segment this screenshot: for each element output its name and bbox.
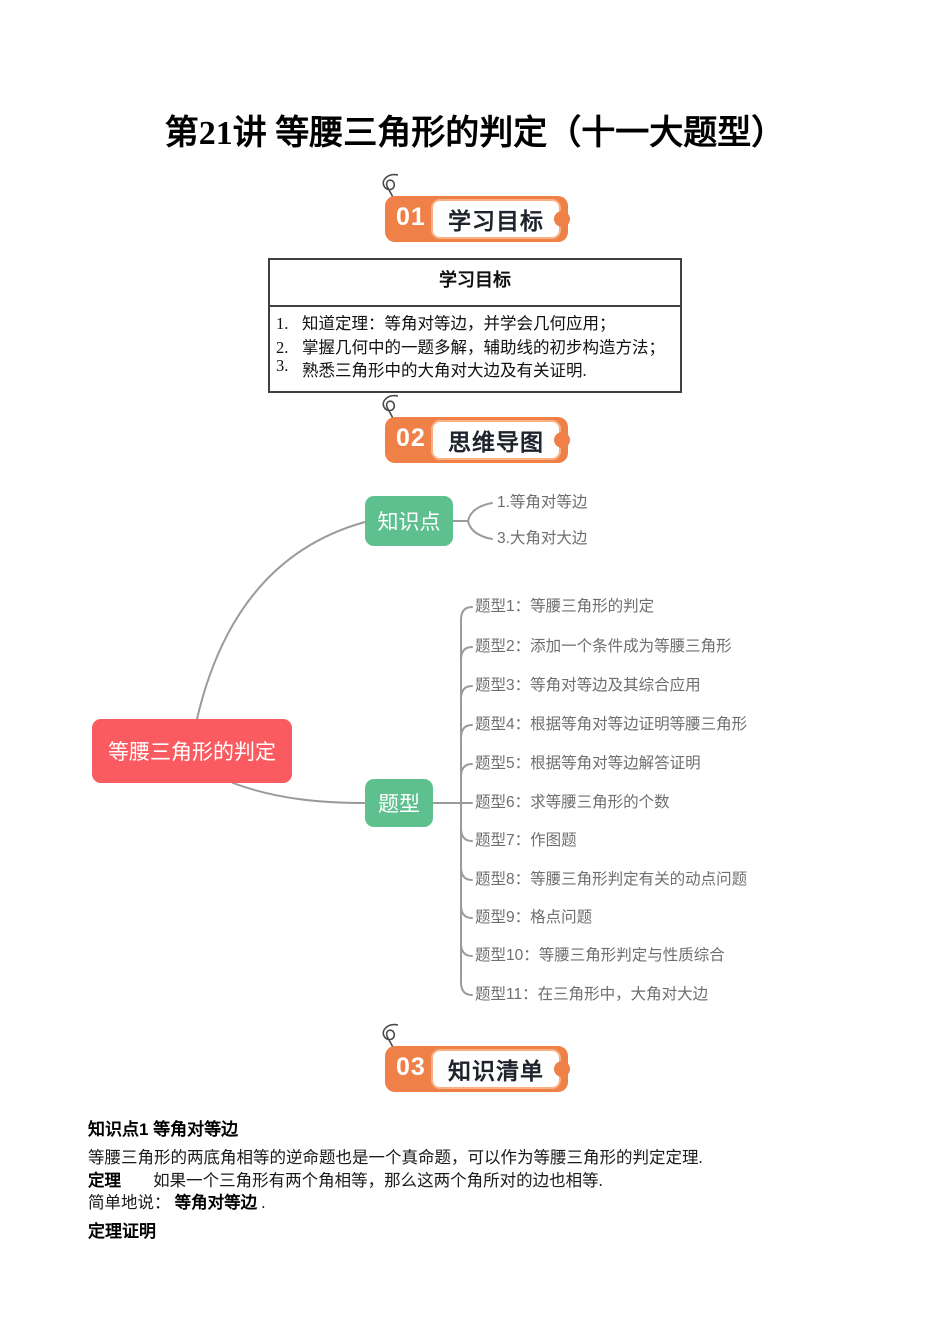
mindmap-knowledge-node: 知识点	[365, 496, 453, 546]
section-badge-knowledge-list: 03 知识清单	[382, 1023, 570, 1092]
topic-branch-item: 题型7：作图题	[475, 832, 577, 849]
simple-prefix: 简单地说：	[88, 1193, 171, 1212]
simple-bold: 等角对等边	[174, 1194, 258, 1212]
goal-item: 3. 熟悉三角形中的大角对大边及有关证明.	[276, 356, 672, 383]
badge-notch	[554, 1061, 570, 1077]
badge-label: 知识清单	[431, 1049, 561, 1089]
badge-label: 思维导图	[431, 420, 561, 460]
knowledge-intro: 等腰三角形的两底角相等的逆命题也是一个真命题，可以作为等腰三角形的判定定理.	[88, 1148, 703, 1167]
theorem-label: 定理	[88, 1171, 121, 1190]
badge-notch	[554, 432, 570, 448]
topic-branch-item: 题型11：在三角形中，大角对大边	[475, 986, 709, 1003]
goals-table-header: 学习目标	[270, 260, 680, 307]
knowledge-branch-item: 3.大角对大边	[497, 530, 588, 547]
topic-branch-item: 题型8：等腰三角形判定有关的动点问题	[475, 871, 748, 888]
goal-text: 掌握几何中的一题多解，辅助线的初步构造方法；	[302, 337, 665, 357]
topic-branch-item: 题型5：根据等角对等边解答证明	[475, 755, 701, 772]
goal-text: 知道定理：等角对等边，并学会几何应用；	[302, 314, 616, 333]
topic-branch-item: 题型1：等腰三角形的判定	[475, 598, 655, 615]
badge-number: 03	[396, 1053, 426, 1081]
topic-branch-item: 题型2：添加一个条件成为等腰三角形	[475, 638, 732, 655]
page-title: 第21讲 等腰三角形的判定（十一大题型）	[164, 115, 786, 152]
goal-number: 2.	[276, 337, 289, 357]
topic-branch-item: 题型6：求等腰三角形的个数	[475, 794, 670, 811]
goal-text: 熟悉三角形中的大角对大边及有关证明.	[302, 361, 587, 380]
theorem-text: 如果一个三角形有两个角相等，那么这两个角所对的边也相等.	[153, 1170, 603, 1190]
simple-dot: .	[261, 1193, 266, 1212]
simple-saying-line: 简单地说： 等角对等边 .	[88, 1192, 918, 1215]
knowledge-point-heading: 知识点1 等角对等边	[88, 1120, 239, 1139]
badge-label: 学习目标	[431, 199, 561, 239]
topic-branch-item: 题型9：格点问题	[475, 909, 593, 926]
goal-item: 2. 掌握几何中的一题多解，辅助线的初步构造方法；	[276, 336, 672, 360]
section-badge-learning-goals: 01 学习目标	[382, 173, 570, 242]
topic-branch-item: 题型3：等角对等边及其综合应用	[475, 677, 701, 694]
section-badge-mindmap: 02 思维导图	[382, 394, 570, 463]
knowledge-section: 知识点1 等角对等边 等腰三角形的两底角相等的逆命题也是一个真命题，可以作为等腰…	[88, 1115, 918, 1242]
proof-heading: 定理证明	[88, 1221, 156, 1241]
goal-number: 1.	[276, 314, 289, 333]
theorem-line: 定理 如果一个三角形有两个角相等，那么这两个角所对的边也相等.	[88, 1170, 918, 1193]
topic-branch-item: 题型10：等腰三角形判定与性质综合	[475, 947, 725, 964]
goals-table-body: 1. 知道定理：等角对等边，并学会几何应用； 2. 掌握几何中的一题多解，辅助线…	[270, 307, 680, 391]
badge-number: 01	[396, 203, 426, 231]
topic-branch-item: 题型4：根据等角对等边证明等腰三角形	[475, 716, 748, 733]
mindmap-topics-node: 题型	[365, 779, 433, 827]
goal-item: 1. 知道定理：等角对等边，并学会几何应用；	[276, 312, 672, 336]
knowledge-branch-item: 1.等角对等边	[497, 494, 588, 511]
goal-number: 3.	[276, 356, 289, 375]
learning-goals-table: 学习目标 1. 知道定理：等角对等边，并学会几何应用； 2. 掌握几何中的一题多…	[268, 258, 682, 393]
mindmap-root-node: 等腰三角形的判定	[92, 719, 292, 783]
badge-number: 02	[396, 424, 426, 452]
badge-notch	[554, 211, 570, 227]
